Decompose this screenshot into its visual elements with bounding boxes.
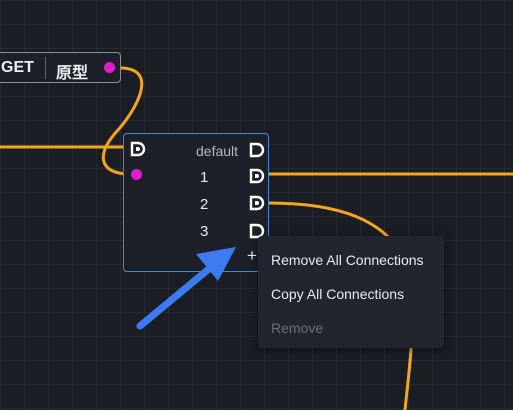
node-divider <box>45 57 46 79</box>
case-3-label: 3 <box>200 223 209 240</box>
exec-out-default-icon[interactable] <box>249 142 265 158</box>
exec-out-2-icon[interactable] <box>249 195 265 211</box>
menu-item-remove-all-connections[interactable]: Remove All Connections <box>271 252 424 268</box>
case-1-label: 1 <box>200 169 209 186</box>
node-name-label: 原型 <box>56 65 89 82</box>
add-pin-plus-icon[interactable]: + <box>247 246 257 265</box>
case-default-label: default <box>196 143 239 159</box>
data-input-pin[interactable] <box>131 169 142 180</box>
output-data-pin[interactable] <box>104 62 115 73</box>
exec-out-3-icon[interactable] <box>249 223 265 239</box>
get-prototype-node[interactable]: GET 原型 <box>0 52 121 83</box>
exec-out-1-icon[interactable] <box>249 168 265 184</box>
case-2-label: 2 <box>200 196 209 213</box>
exec-input-pin-icon[interactable] <box>130 141 146 157</box>
menu-item-remove-disabled: Remove <box>271 320 324 336</box>
menu-item-copy-all-connections[interactable]: Copy All Connections <box>271 286 405 302</box>
context-menu: Remove All Connections Copy All Connecti… <box>258 236 444 348</box>
node-method-label: GET <box>1 59 34 76</box>
switch-node[interactable]: default 1 2 3 + <box>123 133 269 272</box>
